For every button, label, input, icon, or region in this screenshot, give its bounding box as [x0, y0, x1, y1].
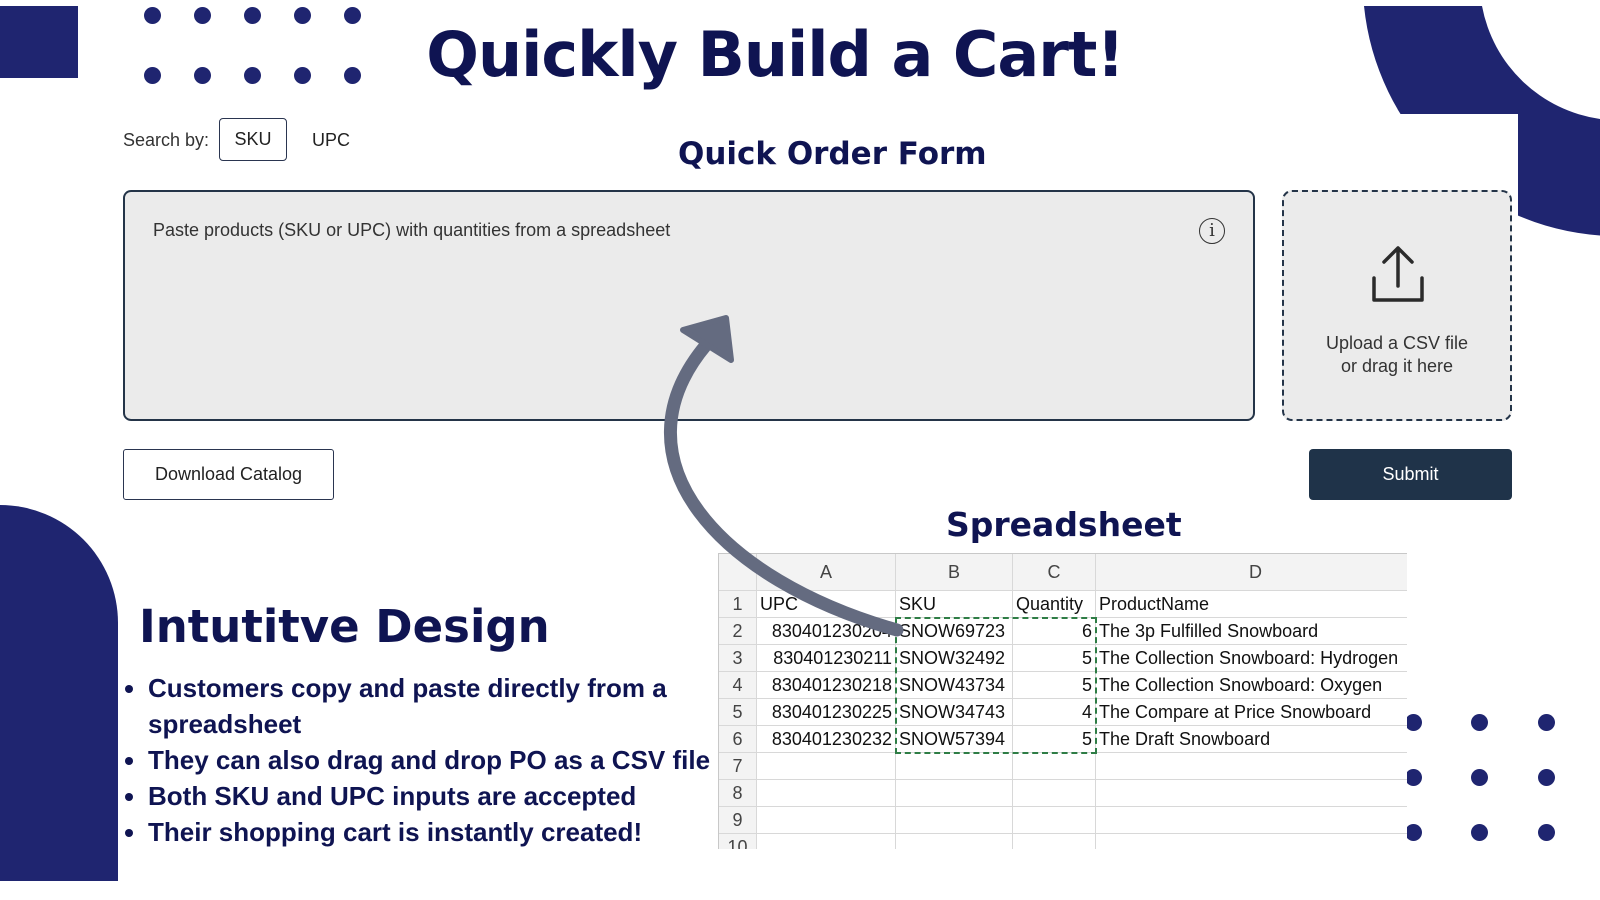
spreadsheet-cell[interactable] [1013, 834, 1096, 849]
spreadsheet-cell[interactable]: 830401230218 [757, 672, 896, 699]
paste-placeholder: Paste products (SKU or UPC) with quantit… [153, 220, 671, 240]
spreadsheet-cell[interactable]: 830401230204 [757, 618, 896, 645]
decor-dot [194, 67, 211, 84]
feature-item: Their shopping cart is instantly created… [148, 814, 736, 850]
decor-dot [1538, 824, 1555, 841]
spreadsheet-cell[interactable]: SKU [896, 591, 1013, 618]
upload-line-2: or drag it here [1340, 356, 1454, 376]
spreadsheet-cell[interactable]: Quantity [1013, 591, 1096, 618]
spreadsheet-cell[interactable] [757, 753, 896, 780]
search-by-label: Search by: [123, 130, 210, 150]
upload-text: Upload a CSV file or drag it here [1284, 332, 1510, 378]
spreadsheet-cell[interactable]: SNOW69723 [896, 618, 1013, 645]
spreadsheet-cell[interactable]: 830401230232 [757, 726, 896, 753]
decor-dot [144, 67, 161, 84]
decor-dot [1471, 714, 1488, 731]
spreadsheet-cell[interactable] [1013, 753, 1096, 780]
decor-dot [294, 7, 311, 24]
spreadsheet-cell[interactable] [1096, 780, 1407, 807]
feature-list: Customers copy and paste directly from a… [122, 670, 736, 850]
row-number[interactable]: 4 [719, 672, 757, 699]
spreadsheet-cell[interactable] [896, 807, 1013, 834]
decor-square [0, 6, 78, 78]
row-number[interactable]: 5 [719, 699, 757, 726]
form-heading: Quick Order Form [678, 136, 987, 172]
spreadsheet-cell[interactable]: SNOW34743 [896, 699, 1013, 726]
spreadsheet-cell[interactable] [896, 834, 1013, 849]
page-title: Quickly Build a Cart! [426, 18, 1124, 91]
decor-dot [144, 7, 161, 24]
spreadsheet-cell[interactable] [1013, 780, 1096, 807]
spreadsheet-cell[interactable] [757, 807, 896, 834]
decor-dot [1405, 714, 1422, 731]
select-all-corner[interactable] [719, 554, 757, 591]
info-icon[interactable]: i [1199, 218, 1225, 244]
spreadsheet-cell[interactable]: The Collection Snowboard: Hydrogen [1096, 645, 1407, 672]
spreadsheet-cell[interactable]: The Draft Snowboard [1096, 726, 1407, 753]
spreadsheet-cell[interactable]: SNOW43734 [896, 672, 1013, 699]
column-header[interactable]: B [896, 554, 1013, 591]
decor-dot [1471, 769, 1488, 786]
csv-upload-dropzone[interactable]: Upload a CSV file or drag it here [1282, 190, 1512, 421]
decor-dot [244, 7, 261, 24]
spreadsheet-cell[interactable]: 830401230225 [757, 699, 896, 726]
spreadsheet-heading: Spreadsheet [946, 505, 1182, 544]
spreadsheet-cell[interactable] [1013, 807, 1096, 834]
upload-icon [1372, 246, 1424, 302]
row-number[interactable]: 3 [719, 645, 757, 672]
decor-half-circle [0, 505, 118, 881]
row-number[interactable]: 8 [719, 780, 757, 807]
decor-dot [1471, 824, 1488, 841]
spreadsheet-cell[interactable]: The Compare at Price Snowboard [1096, 699, 1407, 726]
spreadsheet-cell[interactable]: SNOW32492 [896, 645, 1013, 672]
spreadsheet-cell[interactable]: UPC [757, 591, 896, 618]
row-number[interactable]: 7 [719, 753, 757, 780]
spreadsheet-cell[interactable]: 830401230211 [757, 645, 896, 672]
decor-dot [1405, 769, 1422, 786]
spreadsheet-cell[interactable] [1096, 753, 1407, 780]
decor-dot [194, 7, 211, 24]
row-number[interactable]: 6 [719, 726, 757, 753]
row-number[interactable]: 10 [719, 834, 757, 849]
spreadsheet-cell[interactable] [1096, 834, 1407, 849]
spreadsheet-cell[interactable] [757, 780, 896, 807]
spreadsheet-cell[interactable] [1096, 807, 1407, 834]
search-option-upc[interactable]: UPC [312, 130, 351, 150]
feature-item: Customers copy and paste directly from a… [148, 670, 736, 742]
row-number[interactable]: 2 [719, 618, 757, 645]
submit-button[interactable]: Submit [1309, 449, 1512, 500]
design-heading: Intutitve Design [139, 600, 550, 653]
spreadsheet-cell[interactable]: ProductName [1096, 591, 1407, 618]
feature-item: Both SKU and UPC inputs are accepted [148, 778, 736, 814]
decor-dot [344, 7, 361, 24]
spreadsheet-cell[interactable] [896, 780, 1013, 807]
decor-dot [294, 67, 311, 84]
spreadsheet-cell[interactable]: The Collection Snowboard: Oxygen [1096, 672, 1407, 699]
decor-dot [344, 67, 361, 84]
decor-dot [1405, 824, 1422, 841]
spreadsheet-cell[interactable] [896, 753, 1013, 780]
decor-dot [1538, 769, 1555, 786]
decor-dot [244, 67, 261, 84]
copy-selection [895, 617, 1097, 754]
row-number[interactable]: 9 [719, 807, 757, 834]
column-header[interactable]: C [1013, 554, 1096, 591]
column-header[interactable]: A [757, 554, 896, 591]
upload-line-1: Upload a CSV file [1325, 333, 1469, 353]
spreadsheet-cell[interactable]: The 3p Fulfilled Snowboard [1096, 618, 1407, 645]
spreadsheet-cell[interactable] [757, 834, 896, 849]
column-header[interactable]: D [1096, 554, 1407, 591]
row-number[interactable]: 1 [719, 591, 757, 618]
search-option-sku[interactable]: SKU [219, 118, 287, 161]
decor-dot [1538, 714, 1555, 731]
download-catalog-button[interactable]: Download Catalog [123, 449, 334, 500]
feature-item: They can also drag and drop PO as a CSV … [148, 742, 736, 778]
paste-textarea[interactable]: Paste products (SKU or UPC) with quantit… [123, 190, 1255, 421]
